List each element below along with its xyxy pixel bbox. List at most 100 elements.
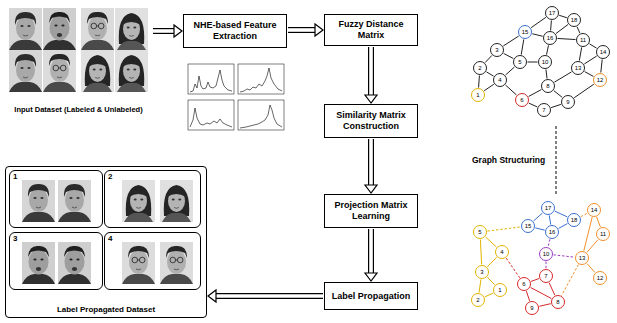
- graph-vertex: 16: [543, 31, 557, 45]
- graph-edge: [559, 224, 568, 229]
- face-photo: [81, 50, 114, 92]
- cluster-box: 1: [9, 170, 103, 228]
- graph-vertex: 15: [518, 25, 532, 39]
- graph-edge: [504, 53, 514, 58]
- flow-arrow: [365, 229, 377, 281]
- node-number: 18: [571, 17, 578, 23]
- graph-vertex: 3: [490, 43, 504, 57]
- graph-edge: [550, 20, 552, 30]
- process-box: Projection Matrix Learning: [324, 194, 418, 228]
- graph-vertex: 14: [596, 45, 610, 59]
- cluster-box: 4: [104, 232, 201, 290]
- node-number: 2: [108, 172, 112, 182]
- face-photo: [22, 180, 55, 222]
- graph-edge: [551, 104, 561, 107]
- graph-vertex: 1: [471, 88, 485, 102]
- face-photo: [115, 50, 148, 92]
- graph-vertex: 12: [593, 73, 607, 87]
- graph-edge: [585, 72, 594, 77]
- graph-vertex: 18: [567, 213, 581, 227]
- graph-edge: [547, 45, 549, 54]
- box-label: Input Dataset (Labeled & Unlabeled): [14, 105, 142, 114]
- node-number: 18: [571, 217, 578, 223]
- graph-edge: [546, 262, 547, 269]
- face-photo: [43, 8, 76, 50]
- node-number: 9: [530, 305, 533, 311]
- node-number: 3: [495, 47, 498, 53]
- graph-edge: [557, 38, 575, 39]
- graph-vertex: 8: [551, 295, 565, 309]
- graph-edge: [506, 67, 515, 75]
- node-number: 12: [597, 275, 604, 281]
- result-panel: Label Propagated Dataset1234: [5, 166, 207, 318]
- node-number: 9: [566, 99, 569, 105]
- box-label: Label Propagation: [332, 291, 411, 302]
- graph-edge: [577, 27, 580, 33]
- graph-vertex: 8: [541, 79, 555, 93]
- graph-edge: [529, 90, 542, 97]
- histogram: [188, 64, 234, 94]
- graph-vertex: 6: [515, 93, 529, 107]
- graph-vertex: 5: [473, 225, 487, 239]
- node-number: 16: [549, 229, 556, 235]
- graph-edge: [581, 213, 588, 216]
- graph-edge: [587, 264, 595, 273]
- node-number: 10: [543, 251, 550, 257]
- graph-edge: [487, 277, 494, 284]
- graph-vertex: 17: [541, 201, 555, 215]
- graph-edge: [487, 257, 496, 266]
- box-label: NHE-based Feature Extraction: [189, 20, 281, 42]
- graph-edge: [521, 39, 524, 54]
- image-panel: Input Dataset (Labeled & Unlabeled): [5, 4, 152, 116]
- input-photos: [9, 8, 148, 92]
- graph-vertex: 10: [539, 247, 553, 261]
- node-number: 10: [542, 59, 549, 65]
- node-number: 2: [478, 65, 481, 71]
- graph-vertex: 6: [517, 277, 531, 291]
- flow-arrow: [288, 24, 323, 36]
- node-number: 15: [522, 29, 529, 35]
- graph-edge: [484, 84, 494, 91]
- histogram: [188, 100, 234, 130]
- graph-vertex: 9: [525, 301, 539, 315]
- face-photo: [43, 50, 76, 92]
- histogram-plots: [188, 64, 284, 130]
- graph-edge: [487, 227, 520, 231]
- face-photo: [58, 242, 91, 284]
- graph-edge: [554, 72, 571, 82]
- face-photo: [122, 242, 155, 284]
- graph-edge: [486, 237, 497, 247]
- face-photo: [9, 50, 42, 92]
- graph-vertex: 11: [596, 227, 610, 241]
- flow-arrow: [365, 47, 377, 103]
- box-label: Similarity Matrix Construction: [330, 110, 412, 132]
- node-number: 13: [575, 65, 582, 71]
- process-box: Similarity Matrix Construction: [324, 104, 418, 138]
- graph-edge: [532, 34, 542, 37]
- node-number: 16: [547, 35, 554, 41]
- graph-vertex: 13: [575, 251, 589, 265]
- face-photo: [122, 180, 155, 222]
- graph-edge: [479, 279, 481, 292]
- graph-edge: [480, 239, 481, 264]
- node-number: 7: [542, 107, 545, 113]
- node-number: 8: [546, 83, 549, 89]
- graph-edge: [587, 240, 598, 253]
- graph-edge: [549, 215, 551, 224]
- node-number: 5: [478, 229, 481, 235]
- graph-vertex: 14: [587, 203, 601, 217]
- node-number: 14: [591, 207, 598, 213]
- graph-vertex: 2: [473, 61, 487, 75]
- node-number: 4: [500, 249, 503, 255]
- dashed-link: [556, 126, 557, 196]
- graph-vertex: 9: [561, 95, 575, 109]
- graph-edge: [485, 55, 492, 62]
- node-number: 4: [108, 234, 112, 244]
- node-number: 5: [518, 59, 521, 65]
- node-number: 6: [520, 97, 523, 103]
- graph-edge: [555, 211, 567, 217]
- graph-edge: [531, 288, 552, 299]
- graph-edge: [531, 17, 546, 27]
- graph-vertex: 13: [571, 61, 585, 75]
